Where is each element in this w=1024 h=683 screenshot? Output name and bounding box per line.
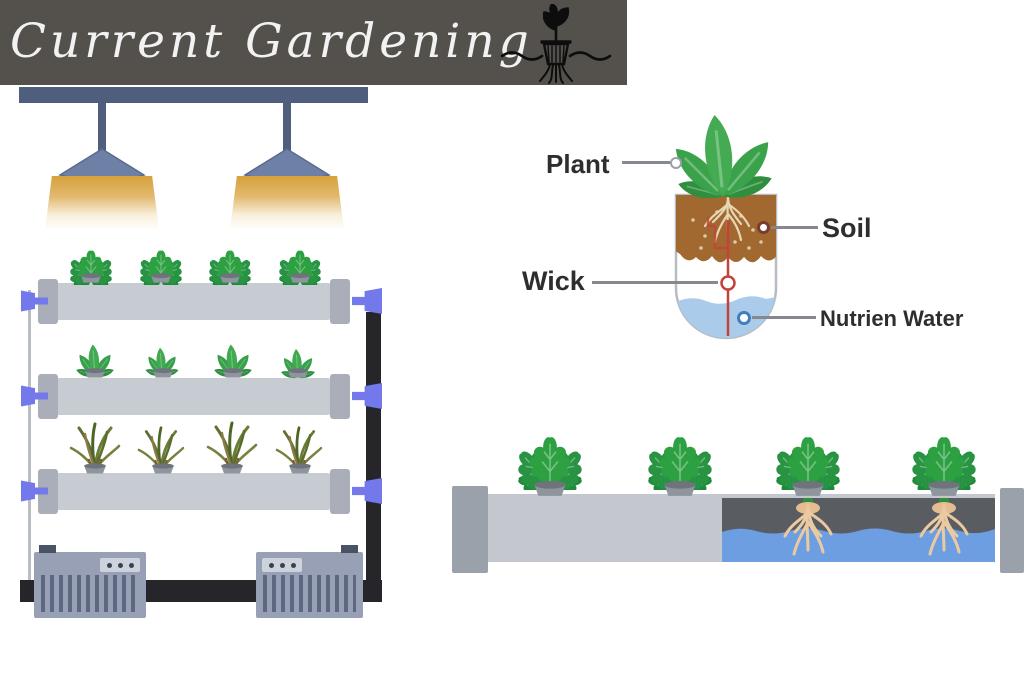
net-pot-icon bbox=[290, 273, 310, 283]
net-pot-icon bbox=[152, 463, 174, 474]
net-pot-icon bbox=[664, 481, 696, 496]
plant-leader-line bbox=[622, 161, 670, 164]
net-pot-icon bbox=[534, 481, 566, 496]
soil-marker-ring bbox=[757, 221, 770, 234]
return-pipe-vertical bbox=[366, 312, 381, 602]
soil-leader-line bbox=[771, 226, 818, 229]
wick-leader-line bbox=[592, 281, 718, 284]
net-pot-icon bbox=[85, 368, 105, 378]
pipe-end-cap bbox=[38, 374, 58, 419]
net-pot-icon bbox=[928, 481, 960, 496]
plant-pot-logo bbox=[500, 4, 612, 84]
pump-control-panel bbox=[262, 558, 302, 572]
wick-vessel bbox=[674, 193, 778, 340]
lamp-cord bbox=[98, 103, 106, 153]
net-pot-icon bbox=[153, 368, 173, 378]
pipe-connector bbox=[352, 383, 382, 409]
grow-lamp-icon bbox=[58, 148, 146, 181]
roots-icon bbox=[783, 498, 833, 556]
kale-plant-icon bbox=[495, 398, 605, 490]
net-pot-icon bbox=[289, 463, 311, 474]
net-pot-icon bbox=[792, 481, 824, 496]
label-plant: Plant bbox=[546, 149, 610, 179]
grow-pipe-row3 bbox=[57, 473, 330, 510]
pump-control-panel bbox=[100, 558, 140, 572]
header-banner: Current Gardening bbox=[0, 0, 627, 85]
plant-icon bbox=[666, 112, 779, 198]
water-leader-line bbox=[752, 316, 816, 319]
nft-end-cap bbox=[1000, 488, 1024, 573]
pump-vent-slats bbox=[263, 575, 356, 612]
ceiling-bar bbox=[19, 87, 368, 103]
net-pot-icon bbox=[223, 368, 243, 378]
grow-lamp-icon bbox=[243, 148, 331, 181]
pipe-connector bbox=[352, 478, 382, 504]
pipe-end-cap bbox=[330, 374, 350, 419]
pipe-connector bbox=[352, 288, 382, 314]
kale-plant-icon bbox=[625, 398, 735, 490]
nft-cutaway bbox=[722, 498, 995, 562]
label-nutrient-water: Nutrien Water bbox=[820, 306, 964, 331]
channel-water bbox=[722, 528, 995, 562]
plant-marker-ring bbox=[670, 157, 682, 169]
wick-marker-ring bbox=[720, 275, 736, 291]
grow-pipe-row2 bbox=[57, 378, 330, 415]
label-soil: Soil bbox=[822, 213, 872, 243]
water-pump-unit bbox=[34, 545, 146, 618]
label-wick: Wick bbox=[522, 266, 585, 296]
pipe-end-cap bbox=[330, 469, 350, 514]
lamp-light-beam bbox=[45, 176, 159, 230]
net-pot-icon bbox=[81, 273, 101, 283]
lamp-light-beam bbox=[230, 176, 344, 230]
net-pot-icon bbox=[151, 273, 171, 283]
pipe-end-cap bbox=[38, 279, 58, 324]
net-pot-icon bbox=[220, 273, 240, 283]
net-pot-icon bbox=[84, 463, 106, 474]
lamp-cord bbox=[283, 103, 291, 153]
kale-plant-icon bbox=[889, 398, 999, 490]
site-title: Current Gardening bbox=[10, 14, 533, 69]
soil-layer bbox=[676, 195, 776, 263]
roots-icon bbox=[919, 498, 969, 556]
pump-vent-slats bbox=[41, 575, 139, 612]
net-pot-icon bbox=[221, 463, 243, 474]
water-marker-ring bbox=[737, 311, 751, 325]
frame-rail bbox=[28, 290, 31, 602]
kale-plant-icon bbox=[753, 398, 863, 490]
nft-end-cap bbox=[452, 486, 488, 573]
water-pump-unit bbox=[256, 545, 363, 618]
pipe-end-cap bbox=[38, 469, 58, 514]
grow-pipe-row1 bbox=[57, 283, 330, 320]
soil-roots bbox=[703, 196, 751, 244]
pump-handle bbox=[341, 545, 358, 553]
net-pot-icon bbox=[288, 368, 308, 378]
pipe-end-cap bbox=[330, 279, 350, 324]
pump-handle bbox=[39, 545, 56, 553]
